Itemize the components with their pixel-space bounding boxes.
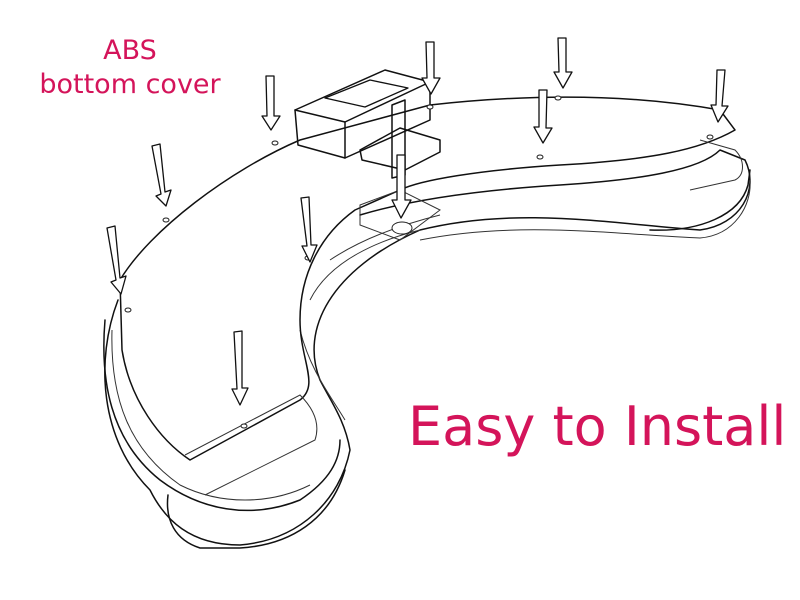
down-arrow-icon <box>300 196 318 263</box>
down-arrow-icon <box>421 41 441 95</box>
mounting-bracket <box>359 99 441 241</box>
headline: Easy to Install <box>408 395 787 458</box>
material-label: ABS bottom cover <box>30 34 230 102</box>
material-label-line1: ABS <box>103 35 157 66</box>
install-arrows <box>106 37 729 406</box>
down-arrow-icon <box>710 69 729 123</box>
down-arrow-icon <box>106 225 127 295</box>
base-body <box>104 149 751 546</box>
material-label-line2: bottom cover <box>39 69 221 100</box>
screw-holes <box>124 95 714 429</box>
down-arrow-icon <box>261 75 281 131</box>
down-arrow-icon <box>231 330 249 406</box>
motor-box <box>294 69 431 159</box>
down-arrow-icon <box>391 154 412 219</box>
down-arrow-icon <box>553 37 573 89</box>
down-arrow-icon <box>151 143 172 207</box>
down-arrow-icon <box>533 89 553 144</box>
